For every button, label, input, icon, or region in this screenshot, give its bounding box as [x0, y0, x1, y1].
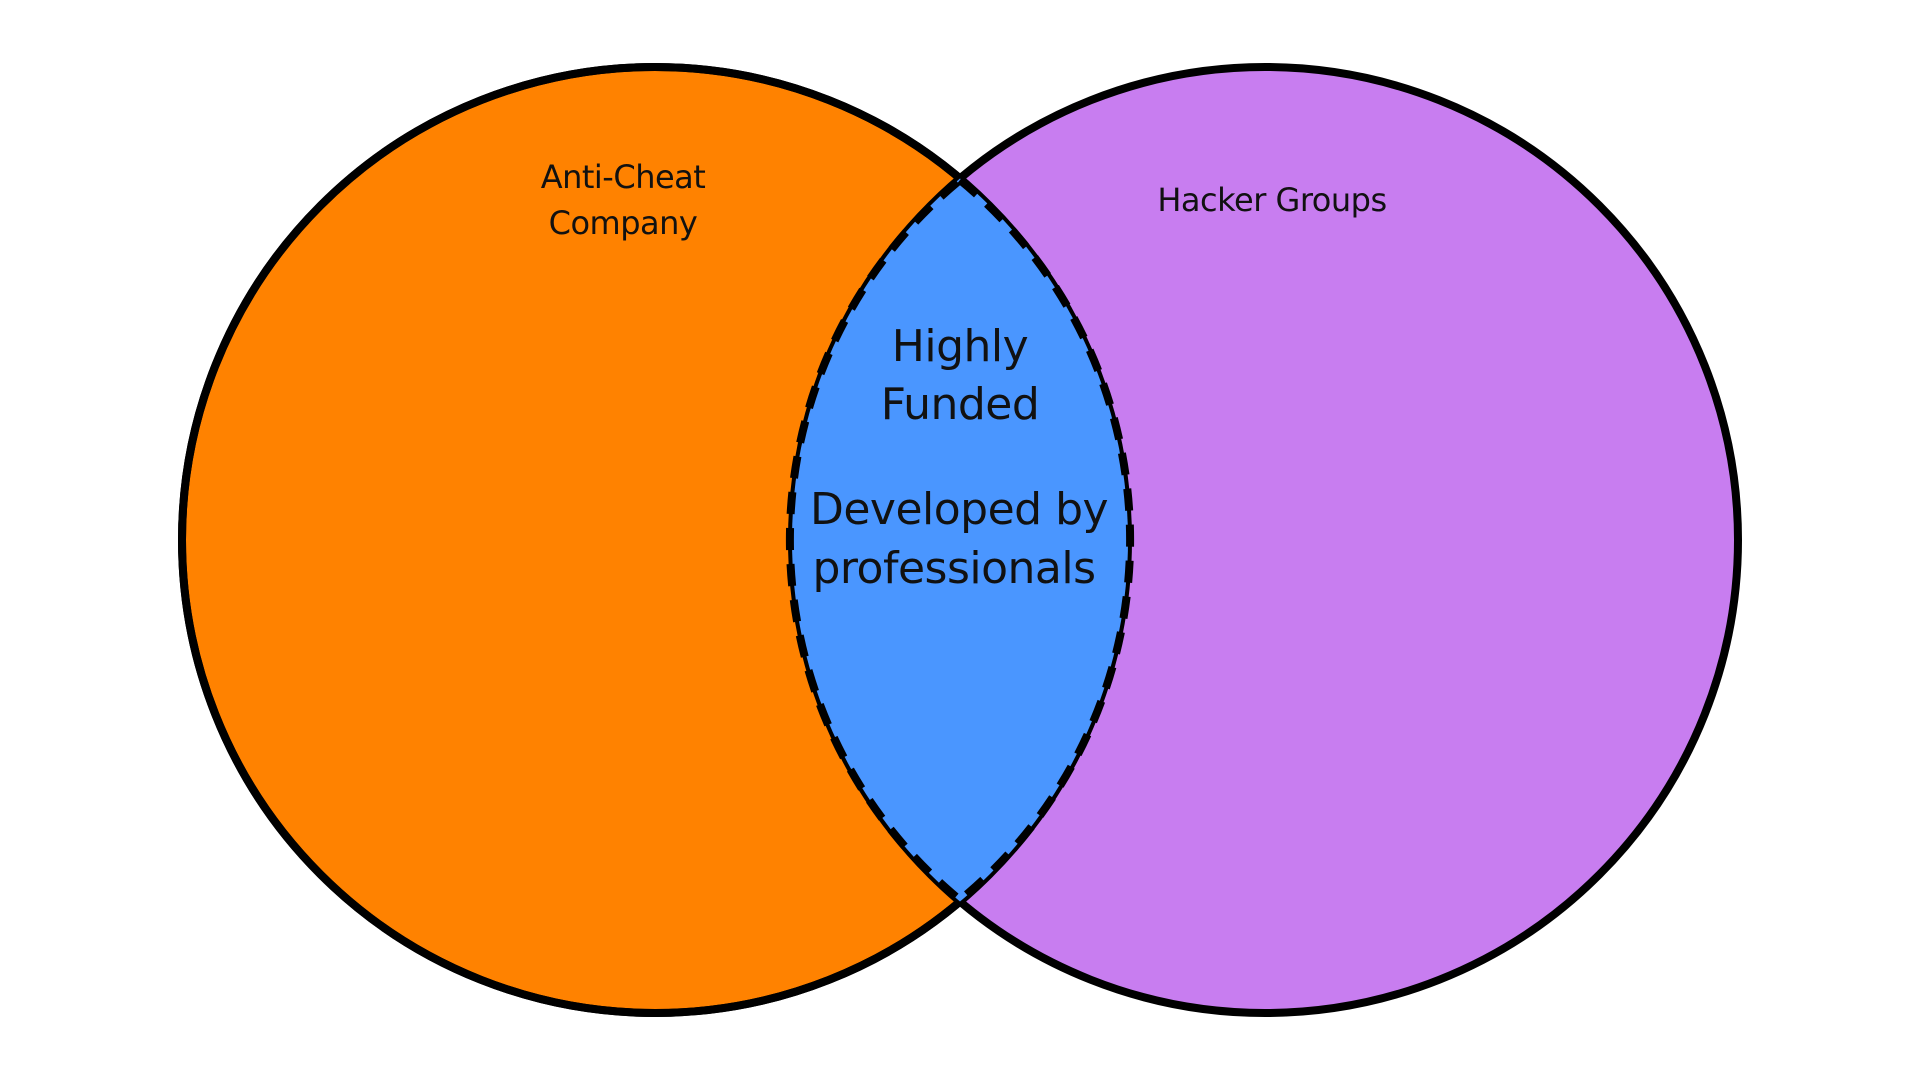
overlap-dashed-outline	[785, 176, 1135, 904]
overlap-item-2-line-1-wrap: Developed by	[810, 488, 1109, 532]
overlap-item-2-line-2-wrap: professionals	[812, 547, 1096, 591]
right-set-label-line-1: Hacker Groups	[1157, 181, 1387, 219]
overlap-region	[792, 67, 1128, 1013]
left-set-label-line-2-wrap: Company	[549, 207, 698, 239]
overlap-item-2-line-1: Developed by	[809, 484, 1109, 535]
overlap-item-1-line-1: Highly	[891, 321, 1029, 372]
left-set-label-line-1: Anti-Cheat	[540, 158, 706, 196]
left-set-label-line-2: Company	[548, 204, 698, 242]
left-set-label: Anti-Cheat	[541, 161, 706, 193]
overlap-item-1-line-2: Funded	[880, 379, 1040, 430]
overlap-item-1-line-2-wrap: Funded	[881, 383, 1040, 427]
right-set-label: Hacker Groups	[1157, 181, 1387, 219]
overlap-item-1-line-1-wrap: Highly	[892, 325, 1029, 369]
overlap-item-2-line-2: professionals	[812, 543, 1096, 594]
